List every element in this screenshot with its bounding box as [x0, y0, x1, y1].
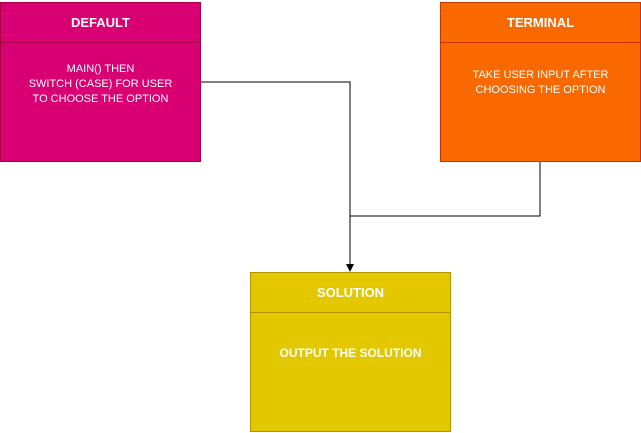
- solution-box-title: SOLUTION: [251, 273, 450, 313]
- connector-default-to-solution: [201, 81, 354, 272]
- terminal-box[interactable]: TERMINAL TAKE USER INPUT AFTER CHOOSING …: [440, 2, 641, 162]
- terminal-box-body: TAKE USER INPUT AFTER CHOOSING THE OPTIO…: [472, 69, 609, 96]
- default-box[interactable]: DEFAULT MAIN() THEN SWITCH (CASE) FOR US…: [0, 2, 201, 162]
- solution-box[interactable]: SOLUTION OUTPUT THE SOLUTION: [250, 272, 451, 432]
- solution-box-body: OUTPUT THE SOLUTION: [279, 346, 422, 360]
- default-box-body: MAIN() THEN SWITCH (CASE) FOR USER TO CH…: [28, 63, 173, 105]
- default-box-title: DEFAULT: [1, 3, 200, 43]
- terminal-box-title: TERMINAL: [441, 3, 640, 43]
- connector-terminal-to-solution: [350, 162, 541, 217]
